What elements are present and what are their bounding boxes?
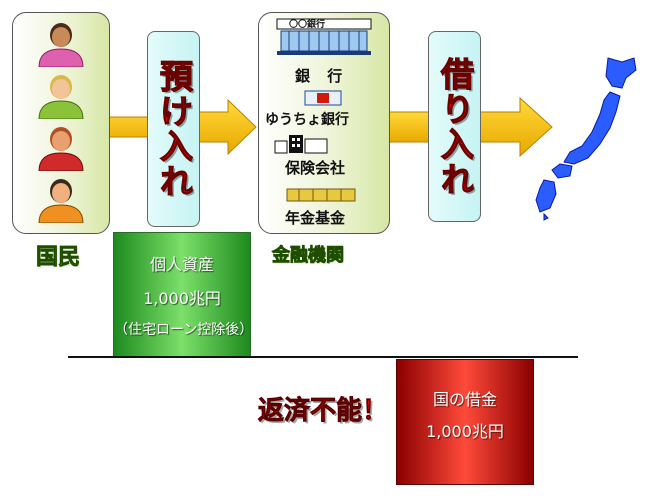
arrow-deposit-to-bank [197, 98, 257, 156]
borrow-label: 借り入れ [435, 56, 475, 197]
person-green-icon [38, 75, 84, 119]
assets-line3: （住宅ローン控除後） [114, 322, 254, 338]
assets-line1: 個人資産 [149, 255, 214, 274]
inst-pension-label: 年金基金 [285, 209, 346, 227]
person-pink-icon [38, 23, 84, 67]
national-debt-block: 国の借金 1,000兆円 [396, 359, 534, 485]
baseline-divider [68, 356, 578, 358]
unpayable-warning: 返済不能！ [258, 396, 389, 427]
people-caption: 国民 [36, 245, 81, 271]
borrow-box: 借り入れ [428, 31, 481, 222]
arrow-borrow-to-japan [479, 96, 553, 158]
deposit-box: 預け入れ [147, 31, 200, 227]
inst-insurance-label: 保険会社 [285, 159, 346, 177]
debt-line2: 1,000兆円 [426, 422, 504, 441]
assets-line2: 1,000兆円 [143, 289, 221, 308]
people-panel [12, 12, 110, 234]
arrow-people-to-deposit [107, 105, 151, 148]
institutions-panel: 〇〇銀行 銀 行 ゆうちょ銀行 保険会社 年金基金 [258, 12, 390, 234]
japan-map-icon [535, 57, 637, 221]
inst-bank-label: 銀 行 [295, 67, 349, 85]
personal-assets-block: 個人資産 1,000兆円 （住宅ローン控除後） [113, 232, 254, 358]
insurance-building-icon [274, 135, 328, 154]
person-red-icon [38, 127, 84, 171]
institutions-caption: 金融機関 [272, 245, 345, 267]
deposit-label: 預け入れ [154, 58, 194, 199]
japan-post-icon [304, 90, 342, 106]
bank-building-icon [276, 18, 372, 55]
person-orange-icon [38, 179, 84, 223]
bank-sign: 〇〇銀行 [289, 20, 326, 30]
arrow-bank-to-borrow [387, 111, 431, 143]
debt-line1: 国の借金 [432, 390, 497, 409]
pension-fund-icon [286, 188, 356, 202]
inst-yucho-label: ゆうちょ銀行 [265, 112, 349, 128]
